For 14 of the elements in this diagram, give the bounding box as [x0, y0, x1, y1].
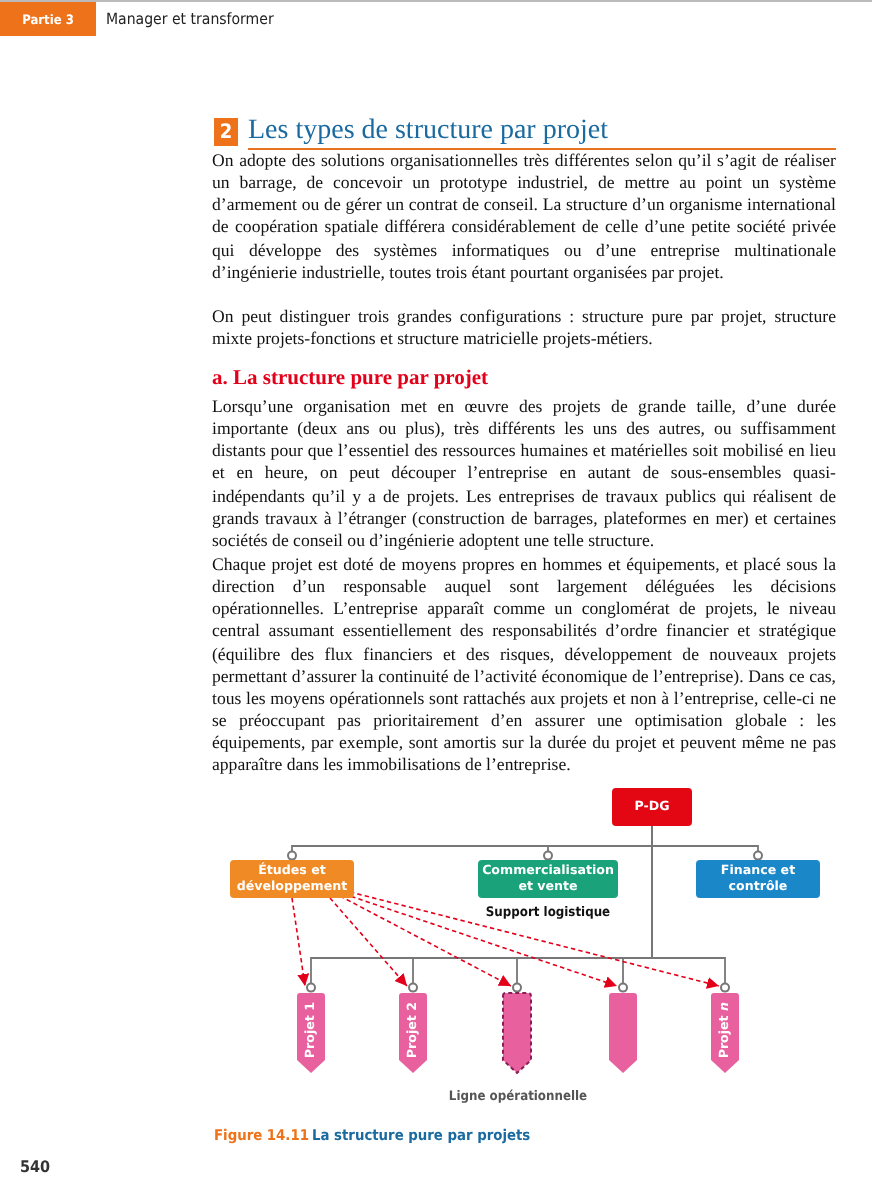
page-number: 540 — [20, 1158, 51, 1176]
project-tag — [502, 992, 532, 1074]
connector-line — [651, 825, 730, 993]
project-tag — [608, 992, 638, 1074]
paragraph: Chaque projet est doté de moyens propres en hommes et équipements, et placé sous la direction d’un responsable auquel sont largement déléguées les décisions opérationnelles. L’entreprise apparaît comme un conglomérat de projets, le niveau central assumant essentiellement des responsabilités d’ordre financier et stratégique (équilibre des flux financiers et des risques, développement de nouveaux projets permettant d’assurer la continuité de l’activité économique de l’entreprise). Dans ce cas, tous les moyens opérationnels sont rattachés aux projets et non à l’entreprise, celle-ci ne se préoccupant pas prioritairement d’en assurer une optimisation globale : les équipements, par exemple, sont amortis sur la durée du projet et peuvent même ne pas apparaître dans les immobilisations de l’entreprise. — [212, 554, 836, 778]
subsection-heading: a. La structure pure par projet — [212, 368, 489, 390]
section-title: Les types de structure par projet — [248, 116, 608, 148]
dashed-arrow — [291, 897, 310, 987]
paragraph: On adopte des solutions organisationnelles très différentes selon qu’il s’agit de réaliser un barrage, de concevoir un prototype industriel, de mettre au point un système d’armement ou de gérer un contrat de conseil. La structure d’un organisme international de coopération spatiale différera considérablement de celle d’une petite société privée qui développe des systèmes informatiques ou d’une entreprise multinationale d’ingénierie industrielle, toutes trois étant pourtant organisées par projet. — [212, 150, 836, 284]
section-number: 2 — [214, 118, 238, 146]
dashed-arrow — [329, 897, 408, 987]
paragraph: Lorsqu’une organisation met en œuvre des projets de grande taille, d’une durée importante (deux ans ou plus), très différents les uns des autres, ou suffisamment distants pour que l’essentiel des ressources humaines et matérielles soit mobilisé en lieu et en heure, on peut découper l’entreprise en autant de sous-ensembles quasi-indépendants qu’il y a de projets. Les entreprises de travaux publics qui réalisent de grands travaux à l’étranger (construction de barrages, plateformes en mer) et certaines sociétés de conseil ou d’ingénierie adoptent une telle structure. — [212, 396, 836, 553]
dashed-arrow — [339, 895, 512, 987]
paragraph: On peut distinguer trois grandes configurations : structure pure par projet, structure mixte projets-fonctions et structure matricielle projets-métiers. — [212, 306, 836, 351]
